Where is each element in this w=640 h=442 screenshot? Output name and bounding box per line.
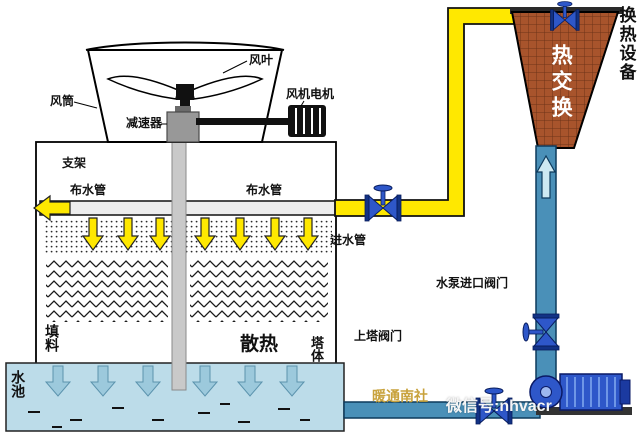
gear-reducer [166, 106, 200, 143]
fan-motor [288, 105, 326, 137]
water-pump [529, 373, 632, 415]
motor-shaft [196, 118, 290, 125]
label-leader-lines [73, 60, 305, 125]
reducer-label: 减速器 [126, 116, 163, 130]
center-shaft [171, 141, 187, 391]
tower-body-label: 塔体 [308, 336, 324, 362]
pump-inlet-valve-label: 水泵进口阀门 [436, 276, 509, 290]
watermark-wechat: 微信号:nhvacr [446, 398, 552, 415]
inlet-pipe-label: 进水管 [330, 233, 367, 247]
fan-blade-label: 风叶 [249, 53, 274, 67]
fill-label: 填料 [44, 324, 61, 352]
dist-pipe-left-label: 布水管 [70, 183, 107, 197]
flow-up-arrow [535, 154, 557, 199]
watermark-brand: 暖通南社 [372, 388, 428, 404]
heat-exchanger-equipment-label: 换热设备 [616, 6, 636, 82]
distribution-pipe [39, 200, 337, 216]
heat-exchanger-label: 热交换 [549, 44, 573, 122]
fan-motor-label: 风机电机 [286, 87, 335, 101]
water-surface-dashes [28, 403, 310, 428]
air-duct-label: 风筒 [50, 94, 75, 108]
heat-dissipation-label: 散热 [240, 334, 279, 355]
yellow-inlet-pipe [334, 7, 541, 217]
up-tower-valve-label: 上塔阀门 [354, 329, 403, 343]
fill-media-right [190, 258, 328, 322]
pool-label: 水池 [10, 370, 27, 398]
dist-pipe-right-label: 布水管 [246, 183, 283, 197]
outflow-arrow [33, 194, 71, 222]
fill-media-left [46, 258, 168, 322]
support-label: 支架 [62, 156, 87, 170]
